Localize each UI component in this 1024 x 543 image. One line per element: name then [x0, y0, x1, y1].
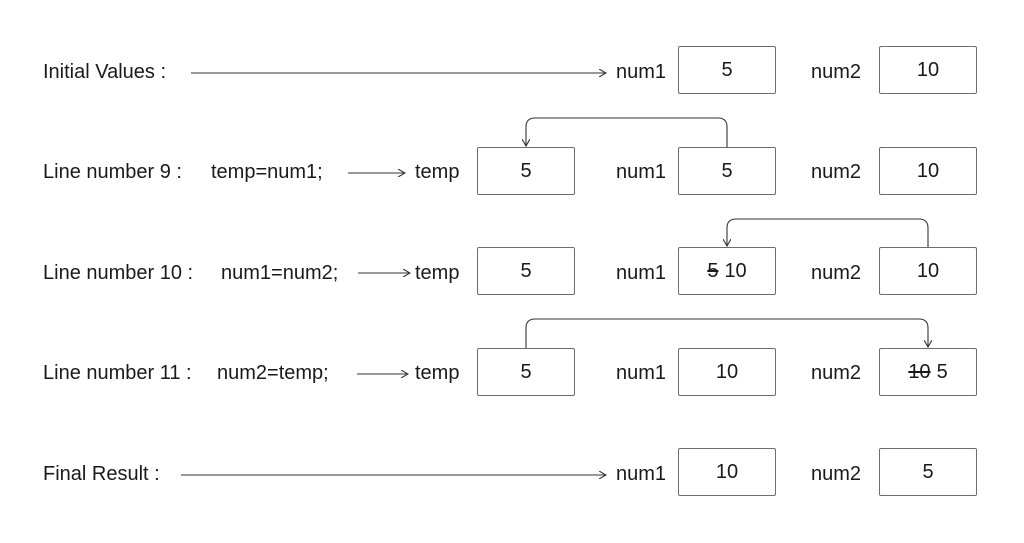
row-4-label: Line number 11 : [43, 362, 192, 384]
row-5-num2-box: 5 [879, 448, 977, 496]
row-3-temp-name: temp [415, 262, 460, 284]
row-2-num2-box: 10 [879, 147, 977, 195]
row-2-temp-name: temp [415, 161, 460, 183]
row-3-num1-old-value: 5 [707, 259, 719, 282]
row-4-num2-name: num2 [811, 362, 862, 384]
row-3-temp-value: 5 [520, 259, 532, 282]
row-1-num2-box: 10 [879, 46, 977, 94]
row-4-temp-name: temp [415, 362, 460, 384]
row-4-num1-name: num1 [616, 362, 667, 384]
row-3-temp-box: 5 [477, 247, 575, 295]
row-5-num2-value: 5 [922, 460, 934, 483]
row-4-statement: num2=temp; [217, 362, 329, 384]
row-2-statement: temp=num1; [211, 161, 323, 183]
row-5-num1-box: 10 [678, 448, 776, 496]
row-2-num2-name: num2 [811, 161, 862, 183]
row-1-num2-name: num2 [811, 61, 862, 83]
num1-to-temp-arrow [526, 117, 728, 147]
row-5-label: Final Result : [43, 463, 160, 485]
row-5-num1-name: num1 [616, 463, 667, 485]
row-2-num1-name: num1 [616, 161, 667, 183]
row-3-num2-name: num2 [811, 262, 862, 284]
row-2-temp-box: 5 [477, 147, 575, 195]
row-2-label: Line number 9 : [43, 161, 182, 183]
row-4-num1-value: 10 [715, 360, 739, 383]
row-4-num2-value: 5 [936, 360, 948, 383]
row-1-num1-box: 5 [678, 46, 776, 94]
row-1-label: Initial Values : [43, 61, 167, 83]
num2-to-num1-arrow [727, 218, 929, 247]
row-3-num2-value: 10 [916, 259, 940, 282]
row-3-statement: num1=num2; [221, 262, 339, 284]
row-1-num2-value: 10 [916, 58, 940, 81]
row-3-num1-name: num1 [616, 262, 667, 284]
row-2-num1-box: 5 [678, 147, 776, 195]
row-4-num1-box: 10 [678, 348, 776, 396]
row-4-temp-value: 5 [520, 360, 532, 383]
row-3-num2-box: 10 [879, 247, 977, 295]
row-3-num1-box: 5 10 [678, 247, 776, 295]
row-4-num2-old-value: 10 [908, 360, 931, 383]
row-4-num2-box: 10 5 [879, 348, 977, 396]
row-2-num1-value: 5 [721, 159, 733, 182]
row-2-temp-value: 5 [520, 159, 532, 182]
row-1-num1-name: num1 [616, 61, 667, 83]
row-5-num1-value: 10 [715, 460, 739, 483]
row-3-num1-value: 10 [724, 259, 747, 282]
row-3-label: Line number 10 : [43, 262, 194, 284]
row-5-num2-name: num2 [811, 463, 862, 485]
row-1-num1-value: 5 [721, 58, 733, 81]
row-4-temp-box: 5 [477, 348, 575, 396]
row-2-num2-value: 10 [916, 159, 940, 182]
temp-to-num2-arrow [525, 318, 928, 348]
